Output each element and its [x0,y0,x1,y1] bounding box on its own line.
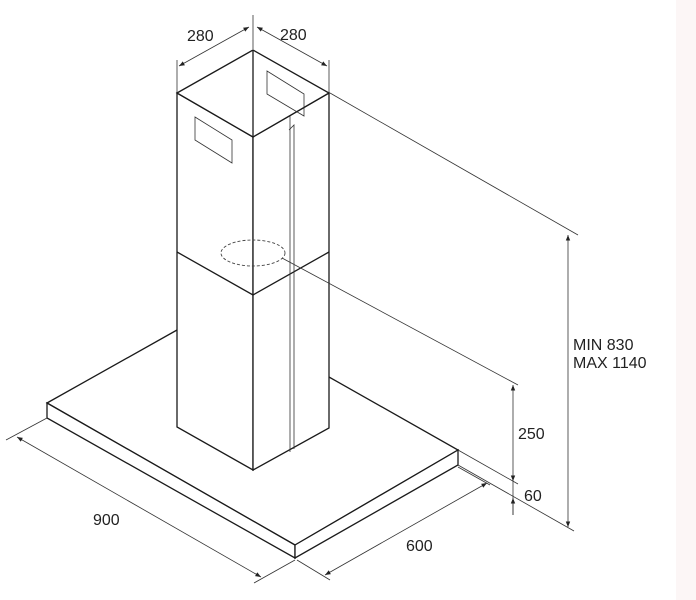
label-chimney-width-right: 280 [280,27,307,44]
chimney-left-face [176,91,254,472]
label-hood-thickness: 60 [524,488,542,505]
extension-lines [5,15,579,584]
vent-cutout-back [266,70,305,117]
label-total-height-min: MIN 830 [573,337,634,354]
edge-strip [676,0,696,600]
duct-outlet-hidden [220,239,286,267]
dim-line-280-left [178,26,250,67]
seam-strip [288,124,295,449]
dim-line-280-right [256,26,328,67]
label-hood-width: 900 [93,512,120,529]
chimney [175,49,331,472]
dim-line-900 [16,436,262,578]
chimney-section-joint [176,251,330,296]
label-chimney-width-left: 280 [187,28,214,45]
label-hood-depth: 600 [406,538,433,555]
dim-line-600 [324,482,488,576]
chimney-right-face [252,91,330,472]
label-chimney-lower-height: 250 [518,426,545,443]
dimension-lines [16,26,571,578]
vent-cutout-left [194,116,233,164]
label-total-height-max: MAX 1140 [573,355,647,372]
